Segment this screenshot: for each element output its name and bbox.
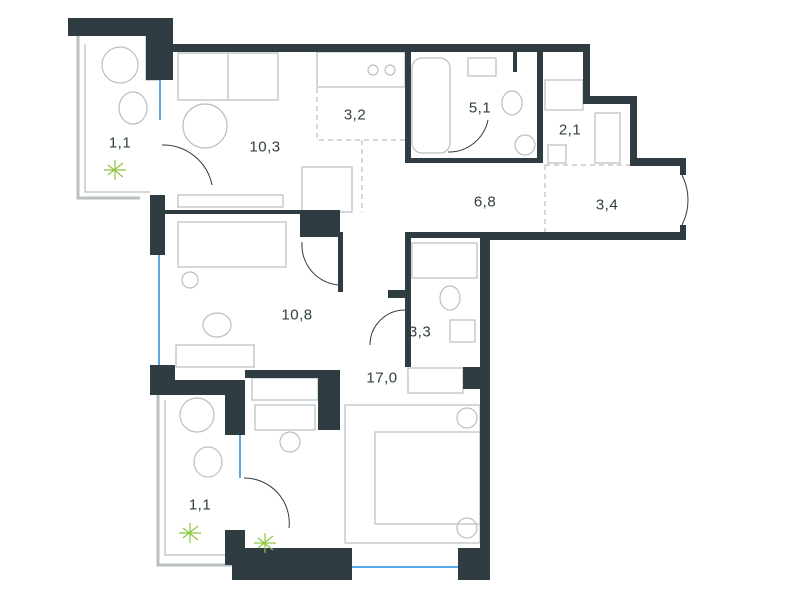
room-area-hallway: 6,8 bbox=[473, 193, 497, 211]
room-area-wc: 3,3 bbox=[408, 323, 432, 341]
room-area-kitchen: 3,2 bbox=[343, 106, 367, 124]
doors bbox=[161, 119, 689, 529]
room-area-balcony-top: 1,1 bbox=[108, 134, 132, 152]
room-area-entrance: 3,4 bbox=[595, 196, 619, 214]
furniture bbox=[76, 36, 680, 567]
windows bbox=[158, 80, 458, 568]
room-area-closet: 2,1 bbox=[558, 121, 582, 139]
room-area-bedroom-main: 17,0 bbox=[366, 369, 398, 387]
room-area-balcony-bottom: 1,1 bbox=[188, 496, 212, 514]
walls bbox=[68, 18, 686, 580]
plant-icons bbox=[104, 160, 276, 553]
room-area-bedroom-small: 10,8 bbox=[281, 306, 313, 324]
room-area-living-room: 10,3 bbox=[249, 138, 281, 156]
room-area-bathroom: 5,1 bbox=[468, 99, 492, 117]
